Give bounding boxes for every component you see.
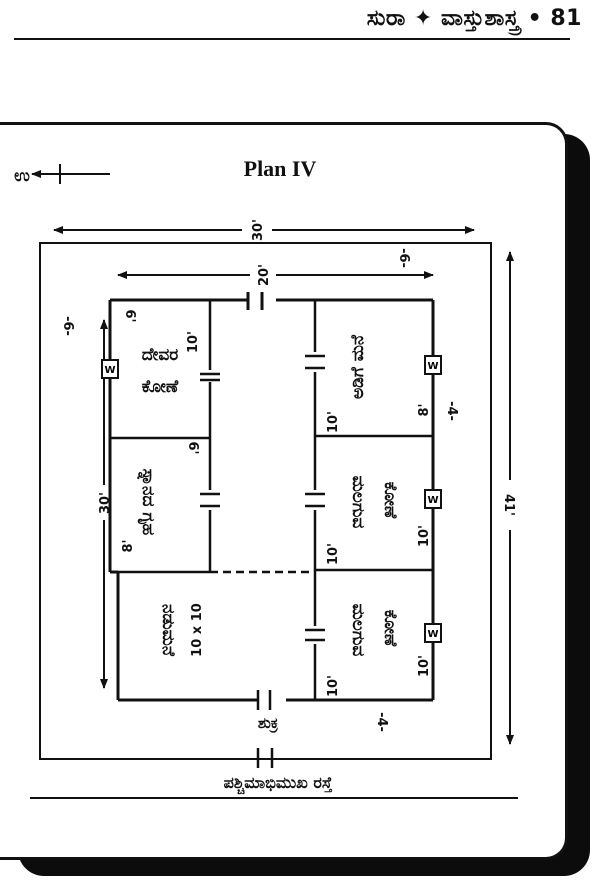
devara-height: 10' [186, 331, 201, 353]
bedroom-1-name-2: ಕೋಣೆ [380, 482, 400, 520]
adige-name: ಅಡಿಗೆ ಮನೆ [348, 334, 368, 399]
window-kitchen: W [424, 355, 442, 375]
setback-side-label: -4- [444, 401, 459, 421]
bedroom-1-name-1: ಮಲಗುವ [348, 476, 368, 529]
header-rule [14, 38, 570, 40]
window-bedroom-1: W [424, 489, 442, 509]
snana-height: 8' [121, 539, 136, 552]
page-header: ಸುರಾ ✦ ವಾಸ್ತುಶಾಸ್ತ್ರ • 81 [0, 0, 600, 44]
devara-width: 6' [122, 309, 137, 322]
window-bedroom-2: W [424, 623, 442, 643]
plan-title: Plan IV [244, 156, 317, 181]
devara-name-1: ದೇವರ [142, 345, 178, 365]
north-arrow-icon [31, 164, 110, 184]
setback-right-label: -6- [396, 248, 411, 268]
svg-text:W: W [427, 629, 438, 640]
bedroom-2-name-1: ಮಲಗುವ [348, 604, 368, 657]
snana-width: 6' [185, 441, 200, 454]
bedroom-1-width: 10' [326, 543, 341, 565]
setback-left-label: -6- [60, 316, 75, 336]
naduma-name: ನಡುಮನೆ [158, 604, 178, 657]
bedroom-2-height: 10' [417, 655, 432, 677]
devara-name-2: ಕೋಣೆ [142, 377, 180, 397]
naduma-size: 10 x 10 [190, 603, 205, 657]
door-marks [200, 354, 325, 710]
north-label: ಉ [14, 166, 30, 186]
snana-name: ಸ್ನಾನದ ಗೃಹ [136, 469, 158, 536]
bedroom-1-height: 10' [417, 525, 432, 547]
gate-label: ಶುಕ್ರ [258, 714, 278, 733]
svg-text:W: W [104, 365, 115, 376]
house-width-label: 20' [257, 264, 272, 286]
bedroom-2-width: 10' [326, 675, 341, 697]
bedroom-2-name-2: ಕೋಣೆ [380, 610, 400, 648]
road-label: ಪಶ್ಚಿಮಾಭಿಮುಖ ರಸ್ತೆ [224, 773, 333, 795]
outer-width-label: 30' [251, 219, 266, 241]
window-left: W [101, 359, 119, 379]
plot-boundary [39, 242, 492, 760]
outer-height-label: 41' [501, 494, 516, 516]
top-door [246, 292, 264, 310]
svg-text:W: W [427, 495, 438, 506]
setback-bottom-label: -4- [374, 712, 389, 732]
adige-width: 10' [326, 411, 341, 433]
page-header-text: ಸುರಾ ✦ ವಾಸ್ತುಶಾಸ್ತ್ರ • 81 [366, 6, 582, 31]
plot-gate [256, 748, 274, 768]
interior-walls [110, 300, 433, 700]
adige-height: 8' [417, 403, 432, 416]
svg-text:W: W [427, 361, 438, 372]
plan-card [0, 122, 568, 860]
